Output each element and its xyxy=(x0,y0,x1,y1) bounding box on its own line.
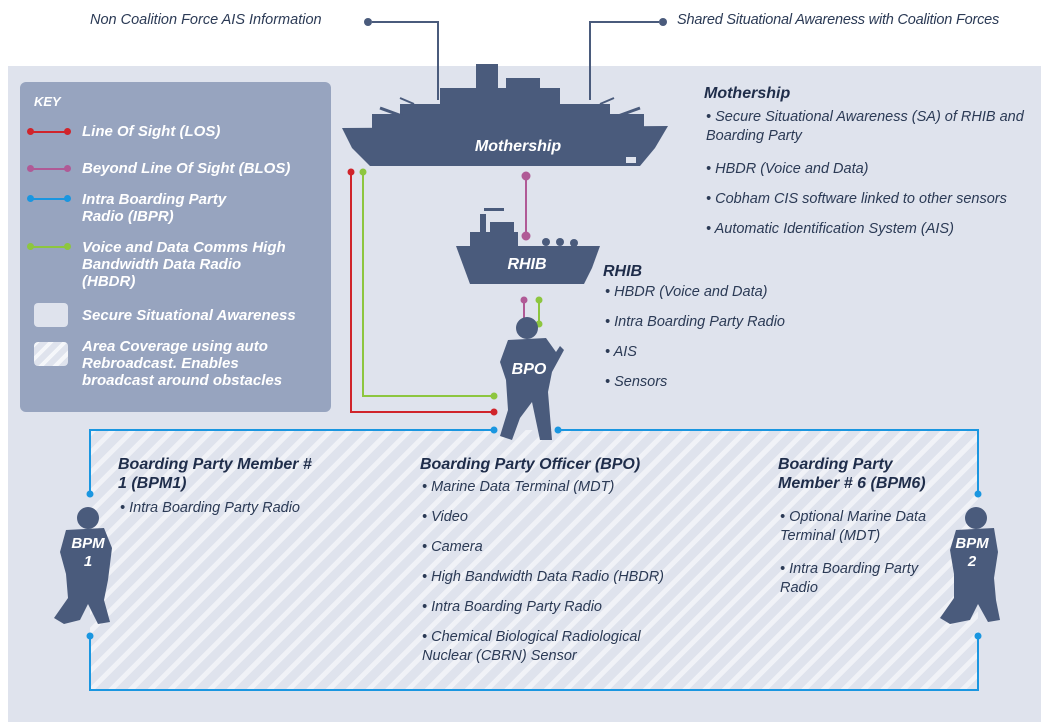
los-link xyxy=(350,172,494,413)
rhib-title: RHIB xyxy=(603,263,643,280)
mothership-label: Mothership xyxy=(474,138,562,155)
rhib-icon xyxy=(456,208,600,284)
bpm1-label: BPM 1 xyxy=(71,535,105,570)
key-label-ibpr: Intra Boarding Party Radio (IBPR) xyxy=(82,191,227,225)
rhib-label: RHIB xyxy=(507,256,547,273)
key-legend xyxy=(20,82,331,412)
key-title: KEY xyxy=(34,94,61,109)
bpo-bullet: Intra Boarding Party Radio xyxy=(422,598,702,617)
hbdr-link xyxy=(362,172,494,397)
bpo-title: Boarding Party Officer (BPO) xyxy=(420,456,641,473)
callout-dot-right xyxy=(659,18,667,26)
key-line-los xyxy=(30,131,68,133)
rhib-bullet: Sensors xyxy=(605,373,667,392)
mothership-title: Mothership xyxy=(704,85,791,102)
rhib-bullet: AIS xyxy=(605,343,637,362)
bpo-label: BPO xyxy=(511,361,547,378)
mothership-bullet: Cobham CIS software linked to other sens… xyxy=(706,190,1036,209)
bpo-bullet: Camera xyxy=(422,538,702,557)
mothership-bullet: Automatic Identification System (AIS) xyxy=(706,220,1026,239)
key-swatch-area xyxy=(34,342,68,366)
ibpr-network xyxy=(89,429,979,691)
rhib-bullet: Intra Boarding Party Radio xyxy=(605,313,785,332)
mothership-bullet: Secure Situational Awareness (SA) of RHI… xyxy=(706,108,1026,146)
callout-dot-left xyxy=(364,18,372,26)
bpo-bullet: Marine Data Terminal (MDT) xyxy=(422,478,702,497)
blos-link xyxy=(521,171,531,241)
bpo-bullet: Chemical Biological Radiological Nuclear… xyxy=(422,628,682,666)
key-label-area: Area Coverage using auto Rebroadcast. En… xyxy=(82,338,283,389)
bpm6-bullet: Optional Marine Data Terminal (MDT) xyxy=(780,508,960,546)
bpm1-soldier-icon xyxy=(54,507,112,624)
key-label-los: Line Of Sight (LOS) xyxy=(82,123,221,140)
bpm6-bullet: Intra Boarding Party Radio xyxy=(780,560,940,598)
key-line-blos xyxy=(30,168,68,170)
mothership-icon xyxy=(342,64,668,166)
mothership-bullet: HBDR (Voice and Data) xyxy=(706,160,1026,179)
key-label-blos: Beyond Line Of Sight (BLOS) xyxy=(82,160,291,177)
bpo-bullet: Video xyxy=(422,508,702,527)
bpo-bullet: High Bandwidth Data Radio (HBDR) xyxy=(422,568,702,587)
key-line-hbdr xyxy=(30,246,68,248)
key-label-hbdr: Voice and Data Comms High Bandwidth Data… xyxy=(82,239,286,290)
callout-lines xyxy=(372,21,659,100)
key-line-ibpr xyxy=(30,198,68,200)
rhib-bullet: HBDR (Voice and Data) xyxy=(605,283,767,302)
bpm1-title: Boarding Party Member # 1 (BPM1) xyxy=(118,456,312,492)
bpm1-bullet: Intra Boarding Party Radio xyxy=(120,499,330,518)
key-swatch-secure xyxy=(34,303,68,327)
bpm2-soldier-icon xyxy=(940,507,1000,624)
bpm2-label: BPM 2 xyxy=(955,535,989,570)
bpo-soldier-icon xyxy=(500,317,564,440)
non-coalition-ais-label: Non Coalition Force AIS Information xyxy=(90,12,322,28)
shared-awareness-label: Shared Situational Awareness with Coalit… xyxy=(677,12,1000,28)
bpm6-title: Boarding Party Member # 6 (BPM6) xyxy=(778,456,926,492)
key-label-secure: Secure Situational Awareness xyxy=(82,307,296,324)
